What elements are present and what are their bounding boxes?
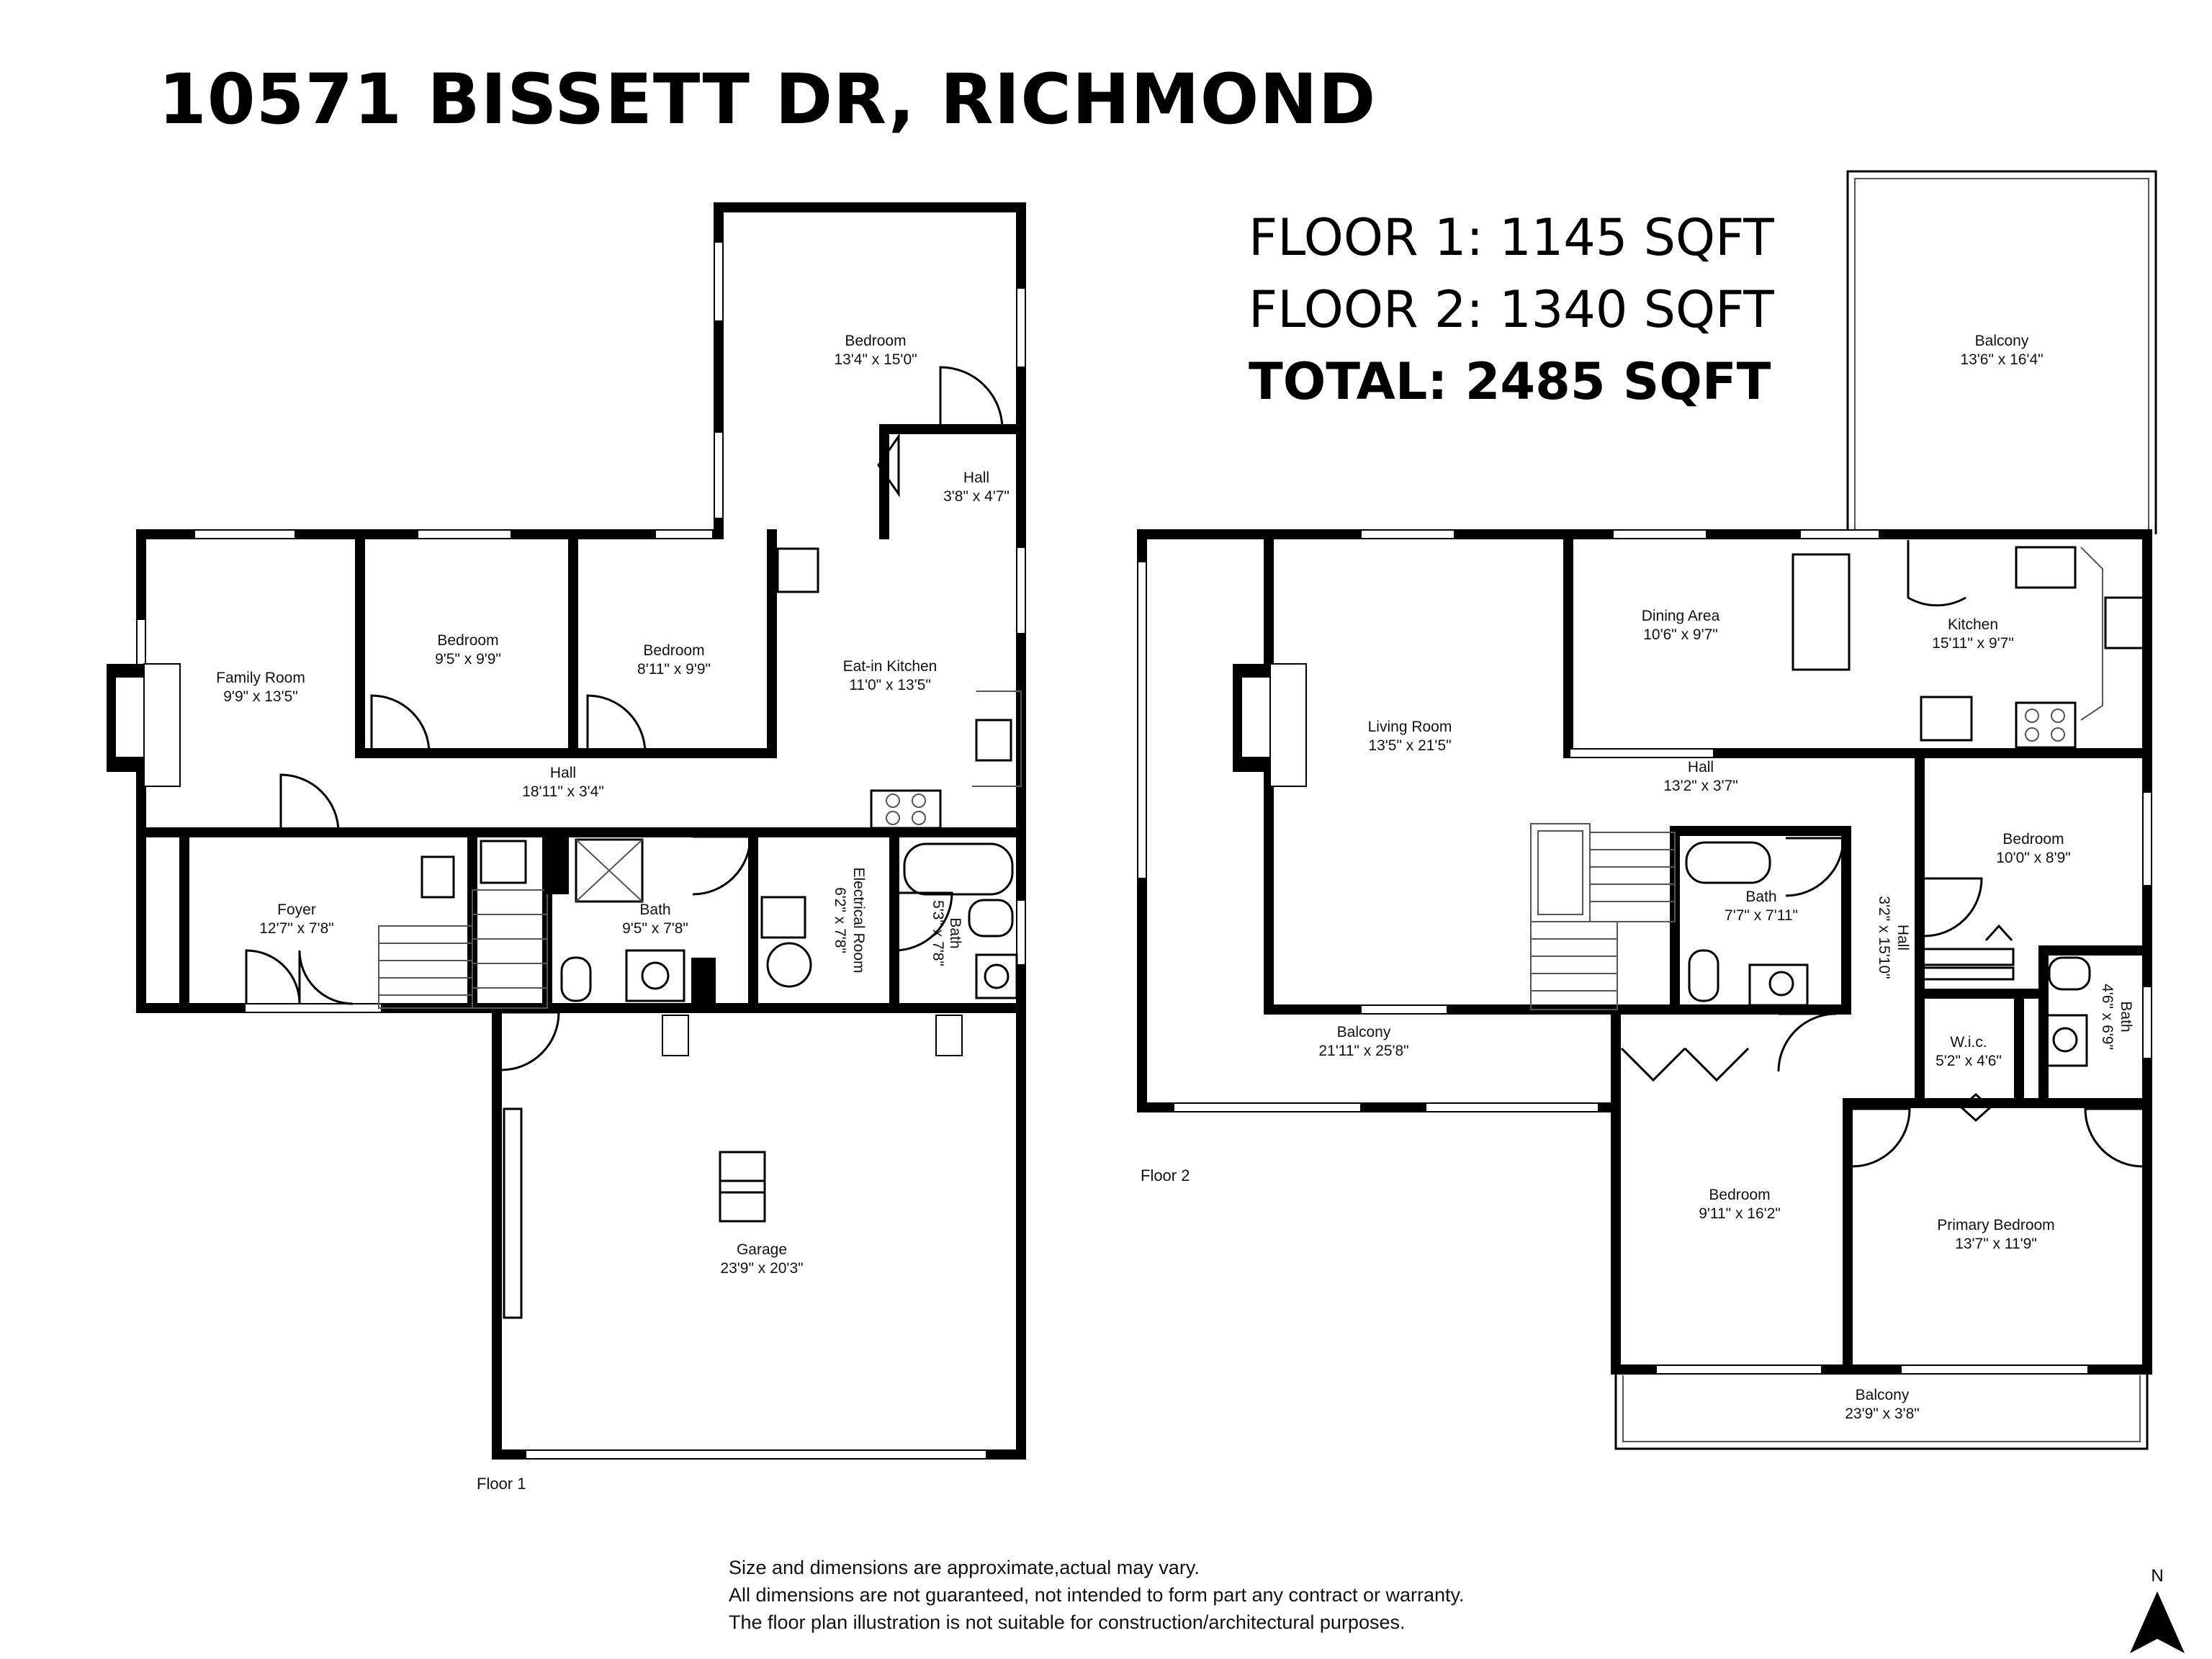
floor1-windows	[136, 241, 1026, 1460]
room-name: Bedroom	[643, 642, 704, 659]
room-name: Balcony	[1975, 333, 2029, 349]
room-name: Bath	[2118, 1001, 2134, 1032]
room-dims: 13'2" x 3'7"	[1663, 778, 1738, 794]
room-name: W.i.c.	[1950, 1034, 1987, 1051]
room-name: Bedroom	[845, 333, 906, 349]
room-dims: 7'7" x 7'11"	[1725, 907, 1798, 924]
room-dims: 10'6" x 9'7"	[1643, 626, 1718, 643]
floor1-fireplace	[107, 663, 181, 787]
room-dims: 13'6" x 16'4"	[1960, 351, 2043, 368]
floor2-fireplace	[1233, 663, 1307, 787]
room-name: Primary Bedroom	[1937, 1217, 2054, 1233]
room-dims: 9'5" x 9'9"	[435, 651, 501, 667]
room-name: Living Room	[1368, 719, 1452, 735]
total-area: TOTAL: 2485 SQFT	[1249, 352, 1771, 411]
room-dims: 12'7" x 7'8"	[259, 920, 334, 937]
floor2-fixtures	[1685, 546, 2147, 1067]
room-dims: 11'0" x 13'5"	[849, 677, 931, 693]
room-dims: 5'2" x 4'6"	[1936, 1053, 2002, 1069]
floor2-balcony-bottom	[1614, 1370, 2149, 1450]
room-dims: 13'7" x 11'9"	[1955, 1236, 2037, 1252]
area-summary: FLOOR 1: 1145 SQFT FLOOR 2: 1340 SQFT TO…	[1249, 202, 1774, 418]
room-dims: 23'9" x 20'3"	[720, 1260, 803, 1277]
room-name: Balcony	[1337, 1024, 1391, 1040]
room-dims: 21'11" x 25'8"	[1318, 1043, 1408, 1059]
room-name: Hall	[550, 765, 576, 781]
room-dims: 5'3" x 7'8"	[930, 900, 946, 966]
disclaimer-line: All dimensions are not guaranteed, not i…	[729, 1584, 1465, 1606]
floor1-fixtures	[421, 547, 1022, 1319]
room-dims: 3'8" x 4'7"	[943, 488, 1010, 505]
floor1-plan: Bedroom 13'4" x 15'0" Hall 3'8" x 4'7" F…	[107, 202, 1026, 1493]
room-name: Bedroom	[1709, 1187, 1770, 1203]
room-name: Kitchen	[1948, 616, 1998, 633]
north-label: N	[2151, 1566, 2163, 1586]
disclaimer-line: The floor plan illustration is not suita…	[729, 1611, 1406, 1633]
room-dims: 15'11" x 9'7"	[1932, 635, 2014, 652]
room-dims: 3'2" x 15'10"	[1876, 896, 1892, 979]
north-arrow-icon	[2130, 1591, 2185, 1653]
room-name: Hall	[1688, 759, 1714, 775]
room-dims: 13'5" x 21'5"	[1368, 737, 1451, 754]
room-name: Balcony	[1856, 1387, 1910, 1403]
room-dims: 13'4" x 15'0"	[834, 351, 917, 368]
room-dims: 6'2" x 7'8"	[832, 887, 848, 953]
disclaimer-line: Size and dimensions are approximate,actu…	[729, 1557, 1200, 1578]
floor1-area: FLOOR 1: 1145 SQFT	[1249, 208, 1774, 267]
room-name: Eat-in Kitchen	[843, 658, 938, 675]
floor2-area: FLOOR 2: 1340 SQFT	[1249, 280, 1774, 339]
room-name: Bath	[1745, 889, 1776, 905]
room-name: Electrical Room	[850, 867, 867, 973]
floor2-windows	[1360, 529, 2152, 1375]
north-arrow: N	[2130, 1566, 2185, 1653]
room-name: Bedroom	[2002, 831, 2064, 848]
room-name: Hall	[963, 469, 989, 486]
floor2-labels: Balcony 13'6" x 16'4" Dining Area 10'6" …	[1141, 333, 2134, 1422]
room-name: Garage	[737, 1241, 787, 1258]
floor1-label: Floor 1	[477, 1475, 526, 1493]
floor2-doors	[1620, 540, 2144, 1168]
room-dims: 10'0" x 8'9"	[1996, 850, 2071, 866]
room-name: Dining Area	[1642, 608, 1720, 624]
room-dims: 4'6" x 6'9"	[2099, 984, 2116, 1050]
room-dims: 9'9" x 13'5"	[223, 688, 298, 705]
floor1-walls	[136, 202, 1026, 1460]
floor2-balcony-top	[1846, 170, 2157, 534]
room-name: Hall	[1894, 925, 1911, 950]
room-name: Bath	[639, 902, 670, 918]
floor1-stairs	[378, 832, 716, 1009]
room-dims: 8'11" x 9'9"	[637, 661, 711, 678]
room-name: Bedroom	[437, 632, 498, 649]
room-dims: 9'11" x 16'2"	[1699, 1205, 1781, 1222]
floor2-stairs	[1530, 823, 1676, 1010]
room-dims: 23'9" x 3'8"	[1845, 1406, 1920, 1422]
room-dims: 9'5" x 7'8"	[622, 920, 688, 937]
floor1-labels: Bedroom 13'4" x 15'0" Hall 3'8" x 4'7" F…	[216, 333, 1010, 1493]
room-name: Bath	[947, 917, 963, 948]
room-dims: 18'11" x 3'4"	[522, 783, 604, 800]
disclaimer: Size and dimensions are approximate,actu…	[729, 1554, 1465, 1636]
floor2-label: Floor 2	[1141, 1166, 1190, 1184]
floor1-doors	[245, 366, 1004, 1071]
floor2-plan: Balcony 13'6" x 16'4" Dining Area 10'6" …	[1137, 170, 2157, 1450]
room-name: Foyer	[277, 902, 316, 918]
room-name: Family Room	[216, 670, 305, 686]
property-address-title: 10571 BISSETT DR, RICHMOND	[158, 59, 1377, 140]
